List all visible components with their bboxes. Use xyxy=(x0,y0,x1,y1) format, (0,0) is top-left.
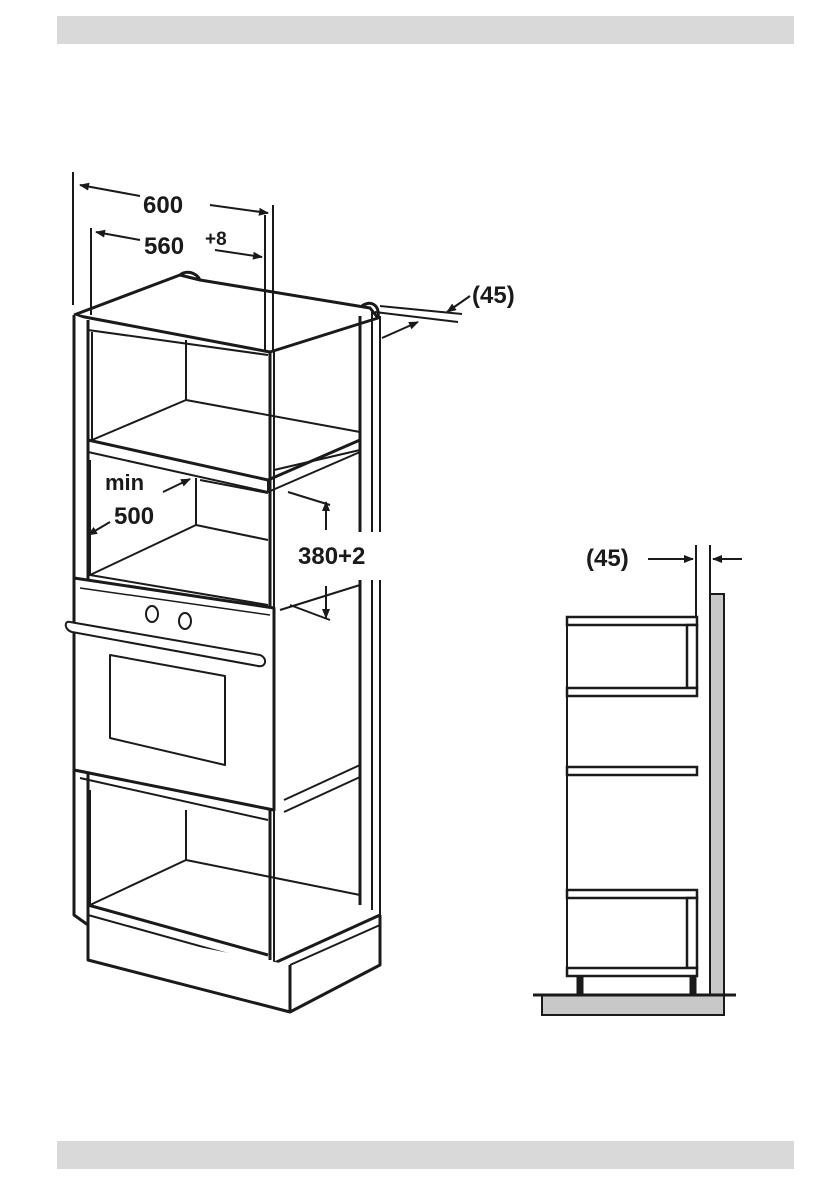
tall-cabinet-front-view xyxy=(66,172,380,1012)
dim-600-label: 600 xyxy=(143,192,183,219)
wall xyxy=(710,594,724,1004)
min-label: min xyxy=(105,470,144,495)
dim-560-label: 560 xyxy=(144,233,184,260)
side-45-label: (45) xyxy=(586,545,629,572)
floor xyxy=(542,995,724,1015)
dim-500-label: 500 xyxy=(114,503,154,530)
dim-45-depth-label: (45) xyxy=(472,282,515,309)
dim-560-tolerance-label: +8 xyxy=(205,229,227,250)
side-view-diagram xyxy=(533,545,742,1015)
dim-380-label: 380+2 xyxy=(298,543,365,570)
